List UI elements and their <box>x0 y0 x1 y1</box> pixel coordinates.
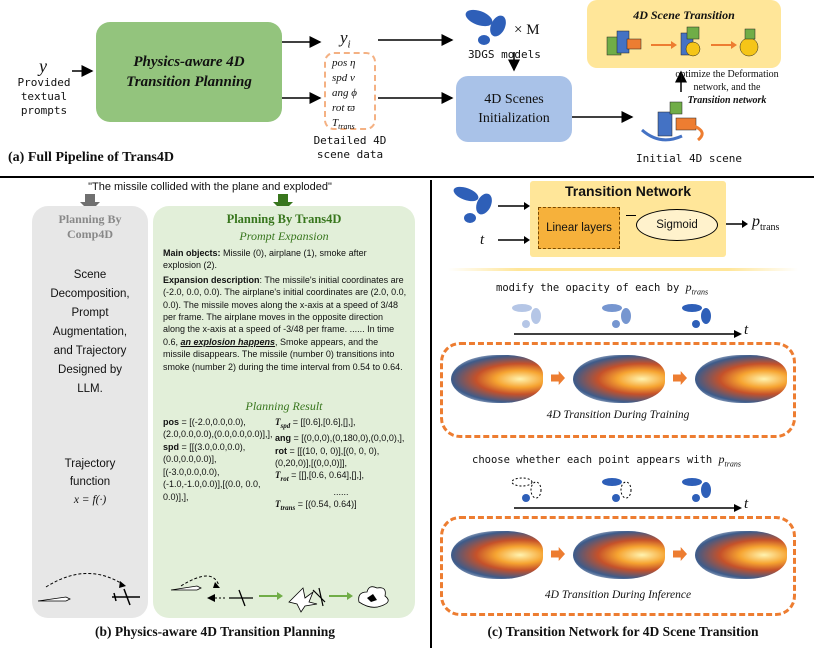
planning-result-values: pos = [(-2.0,0.0,0.0), (2.0,0.0,0.0),(0.… <box>153 414 415 514</box>
provided-prompts-label: Provided textual prompts <box>17 76 71 117</box>
timeline-t-1: t <box>744 322 749 338</box>
initial-scene-illustration <box>641 101 704 142</box>
trans4d-panel: Planning By Trans4D Prompt Expansion Mai… <box>153 206 415 618</box>
inference-box: 4D Transition During Inference <box>440 516 796 616</box>
models-label: 3DGS models <box>468 48 541 61</box>
prompt-expansion-heading: Prompt Expansion <box>239 229 329 243</box>
linear-layers-box: Linear layers <box>538 207 620 249</box>
result-rot: rot = [[(10, 0, 0)],[(0, 0, 0),(0,20,0)]… <box>275 445 380 469</box>
trans4d-title: Planning By Trans4D <box>226 212 342 226</box>
fire-frame-2 <box>573 355 665 403</box>
comp4d-description: Scene Decomposition, Prompt Augmentation… <box>50 269 130 395</box>
param-spd: spd ν <box>332 72 355 84</box>
initial-scene-label: Initial 4D scene <box>636 152 742 165</box>
transition-network-box: Transition Network Linear layers Sigmoid <box>530 181 726 257</box>
prompt-quote: "The missile collided with the plane and… <box>88 181 332 193</box>
detailed-data-caption: Detailed 4D scene data <box>313 134 387 161</box>
physics-planning-box: Physics-aware 4D Transition Planning <box>96 22 282 122</box>
yi-symbol: yi <box>340 28 351 51</box>
result-col-1: pos = [(-2.0,0.0,0.0), (2.0,0.0,0.0),(0.… <box>163 416 275 514</box>
inference-caption: 4D Transition During Inference <box>544 589 692 601</box>
fire-frame-6 <box>695 531 787 579</box>
network-title: Transition Network <box>564 183 692 199</box>
fire-frame-1 <box>451 355 543 403</box>
p-trans-output: ptrans <box>752 213 780 234</box>
orange-arrow-4 <box>673 547 687 561</box>
scene-transition-box: 4D Scene Transition <box>587 0 781 68</box>
section-divider <box>0 176 814 178</box>
opacity-timeline <box>512 304 742 338</box>
scene-params-box: pos η spd ν ang ϕ rot ϖ Ttrans <box>324 52 376 131</box>
caption-a: (a) Full Pipeline of Trans4D <box>8 150 174 165</box>
orange-arrow-2 <box>673 371 687 385</box>
result-pos: pos = [(-2.0,0.0,0.0), (2.0,0.0,0.0),(0.… <box>163 417 273 440</box>
choose-points-text: choose whether each point appears with p… <box>472 452 741 469</box>
sigmoid-node: Sigmoid <box>636 209 718 241</box>
result-ang: ang = [(0,0,0),(0,180,0),(0,0,0),], <box>275 433 405 444</box>
result-col-2: Tspd = [[0.6],[0.6],[],], ang = [(0,0,0)… <box>275 416 407 514</box>
gaussian-models-icon <box>465 9 506 45</box>
param-pos: pos η <box>332 57 356 69</box>
comp4d-panel: Planning By Comp4D Scene Decomposition, … <box>32 206 148 618</box>
column-divider <box>430 180 432 648</box>
param-ttrans: Ttrans <box>332 117 355 132</box>
training-caption: 4D Transition During Training <box>546 409 690 421</box>
result-spd: spd = [[(3.0,0.0,0.0), (0.0,0.0,0.0)], [… <box>163 441 261 502</box>
result-tspd: Tspd = [[0.6],[0.6],[],], <box>275 417 356 430</box>
network-arrows <box>498 202 748 244</box>
fire-frame-3 <box>695 355 787 403</box>
fire-frame-4 <box>451 531 543 579</box>
comp4d-title: Planning By Comp4D <box>58 212 122 241</box>
pipeline-arrows <box>72 34 687 123</box>
trans4d-illustration <box>170 575 389 613</box>
orange-arrow-1 <box>551 371 565 385</box>
caption-c: (c) Transition Network for 4D Scene Tran… <box>487 624 759 639</box>
comp4d-trajectory-illustration <box>37 573 140 606</box>
modify-opacity-text: modify the opacity of each by ptrans <box>496 280 709 297</box>
expansion-description: Expansion description: The missile's ini… <box>163 274 407 372</box>
training-box: 4D Transition During Training <box>440 342 796 438</box>
param-rot: rot ϖ <box>332 102 355 114</box>
result-trot: Trot = [[],[0.6, 0.64],[],], <box>275 470 364 484</box>
input-y-symbol: y <box>39 56 47 76</box>
param-ang: ang ϕ <box>332 87 357 99</box>
time-symbol: t <box>480 232 485 248</box>
trajectory-function: Trajectory function x = f(·) <box>64 458 116 506</box>
expansion-text: Main objects: Missile (0), airplane (1),… <box>153 244 415 373</box>
timeline-t-2: t <box>744 496 749 512</box>
planning-result-heading: Planning Result <box>245 399 323 414</box>
optimize-text: optimize the Deformation network, and th… <box>675 69 779 106</box>
models-multiplier: × M <box>514 22 540 38</box>
result-ttrans: Ttrans = [(0.54, 0.64)] <box>275 499 357 512</box>
gaussian-input-icon <box>453 186 492 223</box>
scene-init-box: 4D Scenes Initialization <box>456 76 572 142</box>
sampling-timeline <box>511 477 742 512</box>
explosion-highlight: an explosion happens <box>180 336 276 347</box>
caption-b: (b) Physics-aware 4D Transition Planning <box>94 624 336 639</box>
fire-frame-5 <box>573 531 665 579</box>
scene-transition-illustration <box>606 26 759 57</box>
main-objects: Main objects: Missile (0), airplane (1),… <box>163 248 367 271</box>
orange-arrow-3 <box>551 547 565 561</box>
separator-glow <box>448 268 798 271</box>
